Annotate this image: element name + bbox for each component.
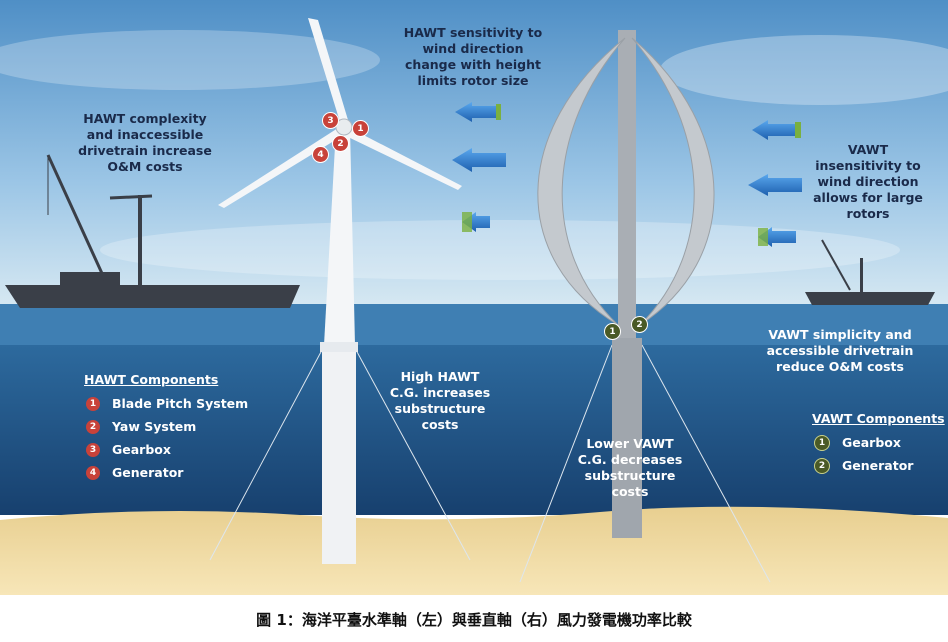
vawt-badge-2: 2 (631, 316, 648, 333)
seabed-sand (0, 506, 948, 595)
hawt-sensitivity-label: HAWT sensitivity to wind direction chang… (403, 25, 543, 88)
legend-label: Gearbox (112, 442, 171, 457)
vawt-badge-1: 1 (604, 323, 621, 340)
left-crane-ship (5, 154, 300, 308)
legend-item: 1 Gearbox (812, 431, 945, 454)
wind-arrow-left-icon (455, 102, 501, 122)
number-badge: 2 (814, 457, 830, 474)
wind-arrow-left-icon (758, 227, 796, 247)
vawt-components-title: VAWT Components (812, 411, 945, 426)
vawt-insensitivity-label: VAWT insensitivity to wind direction all… (813, 142, 923, 221)
number-badge: 3 (86, 442, 100, 457)
legend-label: Yaw System (112, 419, 197, 434)
legend-label: Gearbox (842, 435, 901, 450)
wind-arrow-left-icon (748, 174, 802, 196)
number-badge: 1 (814, 434, 830, 451)
cloud (100, 220, 900, 280)
hawt-turbine (209, 18, 471, 564)
turbine-comparison-illustration (0, 0, 948, 595)
high-hawt-cg-label: High HAWT C.G. increases substructure co… (389, 369, 491, 432)
number-badge: 1 (86, 396, 100, 411)
right-crane-ship (805, 239, 935, 305)
hawt-badge-3: 3 (322, 112, 339, 129)
hawt-badge-4: 4 (312, 146, 329, 163)
vawt-simplicity-label: VAWT simplicity and accessible drivetrai… (766, 327, 914, 374)
underwater (0, 345, 948, 515)
legend-item: 1 Blade Pitch System (84, 392, 248, 415)
number-badge: 2 (86, 419, 100, 434)
lower-vawt-cg-label: Lower VAWT C.G. decreases substructure c… (577, 436, 683, 499)
hawt-complexity-label: HAWT complexity and inaccessible drivetr… (78, 111, 212, 174)
wind-arrow-left-icon (452, 148, 506, 172)
legend-item: 2 Generator (812, 454, 945, 477)
legend-label: Generator (112, 465, 184, 480)
vawt-turbine (519, 30, 771, 583)
wind-arrow-left-icon (462, 212, 490, 232)
hawt-components-legend: HAWT Components 1 Blade Pitch System 2 Yaw… (84, 372, 248, 484)
cloud (660, 35, 948, 105)
figure-caption: 圖 1：海洋平臺水準軸（左）與垂直軸（右）風力發電機功率比較 (256, 611, 692, 629)
hawt-components-title: HAWT Components (84, 372, 219, 387)
legend-label: Blade Pitch System (112, 396, 249, 411)
legend-item: 2 Yaw System (84, 415, 248, 438)
sea-surface (0, 304, 948, 346)
legend-item: 4 Generator (84, 461, 248, 484)
hawt-badge-2: 2 (332, 135, 349, 152)
legend-item: 3 Gearbox (84, 438, 248, 461)
vawt-components-legend: VAWT Components 1 Gearbox 2 Generator (812, 411, 945, 477)
cloud (0, 30, 380, 90)
number-badge: 4 (86, 465, 100, 480)
wind-arrow-left-icon (752, 120, 801, 140)
legend-label: Generator (842, 458, 914, 473)
hawt-badge-1: 1 (352, 120, 369, 137)
